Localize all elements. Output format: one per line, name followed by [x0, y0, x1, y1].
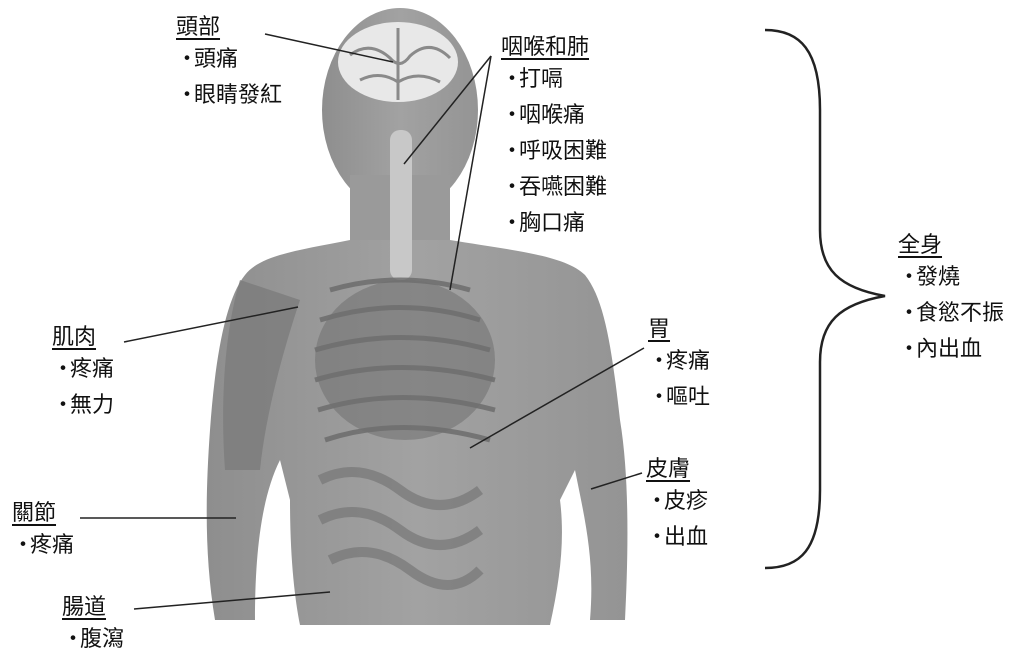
stomach-label-group: 胃 ・疼痛 ・嘔吐 — [648, 316, 710, 416]
whole-body-label-group: 全身 ・發燒 ・食慾不振 ・內出血 — [898, 232, 1004, 368]
muscle-item-1: ・疼痛 — [52, 352, 114, 388]
whole-body-title: 全身 — [898, 232, 1004, 260]
throat-lungs-item-2: ・咽喉痛 — [501, 98, 607, 134]
muscle-label-group: 肌肉 ・疼痛 ・無力 — [52, 324, 114, 424]
stomach-item-2: ・嘔吐 — [648, 380, 710, 416]
head-title: 頭部 — [176, 14, 282, 42]
head-item-1: ・頭痛 — [176, 42, 282, 78]
intestine-label-group: 腸道 ・腹瀉 — [62, 594, 124, 658]
stomach-item-1: ・疼痛 — [648, 344, 710, 380]
throat-lungs-label-group: 咽喉和肺 ・打嗝 ・咽喉痛 ・呼吸困難 ・吞嚥困難 ・胸口痛 — [501, 34, 607, 242]
head-label-group: 頭部 ・頭痛 ・眼睛發紅 — [176, 14, 282, 114]
stomach-title: 胃 — [648, 316, 710, 344]
intestine-item-1: ・腹瀉 — [62, 622, 124, 658]
muscle-title: 肌肉 — [52, 324, 114, 352]
head-item-2: ・眼睛發紅 — [176, 78, 282, 114]
throat-lungs-item-4: ・吞嚥困難 — [501, 170, 607, 206]
skin-title: 皮膚 — [646, 456, 708, 484]
whole-body-item-3: ・內出血 — [898, 332, 1004, 368]
throat-lungs-title: 咽喉和肺 — [501, 34, 607, 62]
muscle-item-2: ・無力 — [52, 388, 114, 424]
intestine-title: 腸道 — [62, 594, 124, 622]
skin-item-2: ・出血 — [646, 520, 708, 556]
throat-lungs-item-5: ・胸口痛 — [501, 206, 607, 242]
skin-label-group: 皮膚 ・皮疹 ・出血 — [646, 456, 708, 556]
trachea-shape — [390, 130, 412, 280]
whole-body-item-1: ・發燒 — [898, 260, 1004, 296]
lungs-shape — [315, 280, 495, 440]
skin-item-1: ・皮疹 — [646, 484, 708, 520]
joints-label-group: 關節 ・疼痛 — [12, 500, 74, 564]
joints-title: 關節 — [12, 500, 74, 528]
whole-body-item-2: ・食慾不振 — [898, 296, 1004, 332]
throat-lungs-item-1: ・打嗝 — [501, 62, 607, 98]
joints-item-1: ・疼痛 — [12, 528, 74, 564]
throat-lungs-item-3: ・呼吸困難 — [501, 134, 607, 170]
whole-body-brace — [765, 30, 885, 568]
